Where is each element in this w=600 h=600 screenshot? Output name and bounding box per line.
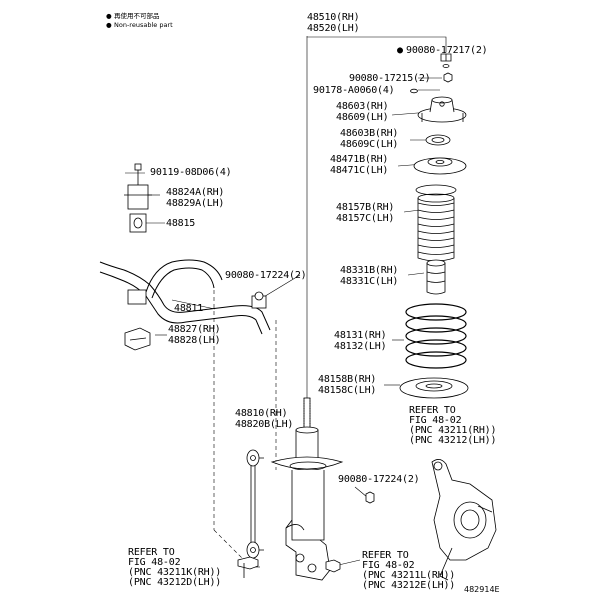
part-boot-rh: 48157B(RH) — [336, 202, 395, 213]
part-washer: 90178-A0060(4) — [313, 85, 395, 96]
part-lower-seat-lh: 48158C(LH) — [318, 385, 377, 396]
part-nut-link: 90080-17224(2) — [225, 270, 307, 281]
ref-knuckle-line3: (PNC 43211(RH)) — [409, 425, 497, 436]
ref-knuckle-line2: FIG 48-02 — [409, 415, 462, 426]
legend-bullet-2: ● — [106, 21, 112, 29]
part-bracket-lh: 48829A(LH) — [166, 198, 225, 209]
ref-knuckle-line4: (PNC 43212(LH)) — [409, 435, 497, 446]
part-bushing: 48815 — [166, 218, 196, 229]
legend-english: Non-reusable part — [114, 21, 173, 29]
leader-lines — [125, 36, 447, 568]
coil-spring — [405, 303, 467, 369]
part-assembly-lh: 48520(LH) — [307, 23, 360, 34]
part-bearing-lh: 48609C(LH) — [340, 139, 399, 150]
part-bracket-rh: 48824A(RH) — [166, 187, 225, 198]
part-seat-lh: 48471C(LH) — [330, 165, 389, 176]
part-nut-link-lower: 90080-17224(2) — [338, 474, 420, 485]
part-stabilizer-bar: 48811 — [174, 303, 204, 314]
part-seat-rh: 48471B(RH) — [330, 154, 389, 165]
part-bolt: 90119-08D06(4) — [150, 167, 232, 178]
legend-bullet-1: ● — [106, 12, 112, 20]
dust-boot — [415, 184, 457, 262]
lower-bolts — [237, 556, 341, 578]
ref-lower-left-line2: FIG 48-02 — [128, 557, 181, 568]
top-nut — [440, 53, 452, 68]
part-mount-rh: 48603(RH) — [336, 101, 389, 112]
clamp — [124, 327, 151, 351]
ref-lower-left-line3: (PNC 43211K(RH)) — [128, 567, 222, 578]
part-boot-lh: 48157C(LH) — [336, 213, 395, 224]
bracket — [124, 163, 152, 210]
ref-lower-right-line4: (PNC 43212E(LH)) — [362, 580, 456, 591]
upper-support — [417, 96, 467, 123]
nut-small — [365, 491, 375, 504]
bar-bushings — [127, 289, 267, 309]
part-lower-seat-rh: 48158B(RH) — [318, 374, 377, 385]
part-mount-lh: 48609(LH) — [336, 112, 389, 123]
ref-lower-left-line4: (PNC 43212D(LH)) — [128, 577, 222, 588]
bushing — [129, 213, 147, 233]
part-spring-rh: 48131(RH) — [334, 330, 387, 341]
steering-knuckle — [431, 459, 497, 581]
ref-lower-left-line1: REFER TO — [128, 547, 175, 558]
legend-japanese: 再使用不可部品 — [114, 12, 160, 20]
stabilizer-link — [246, 449, 264, 559]
ref-lower-right-line3: (PNC 43211L(RH)) — [362, 570, 456, 581]
bump-stopper — [426, 259, 446, 295]
stabilizer-bar — [99, 259, 271, 335]
ref-lower-right-line1: REFER TO — [362, 550, 409, 561]
part-bearing-rh: 48603B(RH) — [340, 128, 399, 139]
part-bumper-rh: 48331B(RH) — [340, 265, 399, 276]
mount-nuts — [410, 72, 453, 94]
part-link-lh: 48820B(LH) — [235, 419, 294, 430]
part-nut-top: 90080-17217(2) — [406, 45, 488, 56]
spring-upper-seat — [413, 157, 467, 175]
part-clamp-rh: 48827(RH) — [168, 324, 221, 335]
part-spring-lh: 48132(LH) — [334, 341, 387, 352]
ref-lower-right-line2: FIG 48-02 — [362, 560, 415, 571]
part-assembly-rh: 48510(RH) — [307, 12, 360, 23]
part-bumper-lh: 48331C(LH) — [340, 276, 399, 287]
part-clamp-lh: 48828(LH) — [168, 335, 221, 346]
non-reusable-marker: ● — [397, 45, 403, 56]
part-link-rh: 48810(RH) — [235, 408, 288, 419]
figure-number: 482914E — [464, 585, 500, 594]
spring-lower-seat — [399, 377, 469, 399]
part-nut-mount: 90080-17215(2) — [349, 73, 431, 84]
bearing — [425, 134, 451, 146]
strut — [270, 397, 344, 581]
ref-knuckle-line1: REFER TO — [409, 405, 456, 416]
